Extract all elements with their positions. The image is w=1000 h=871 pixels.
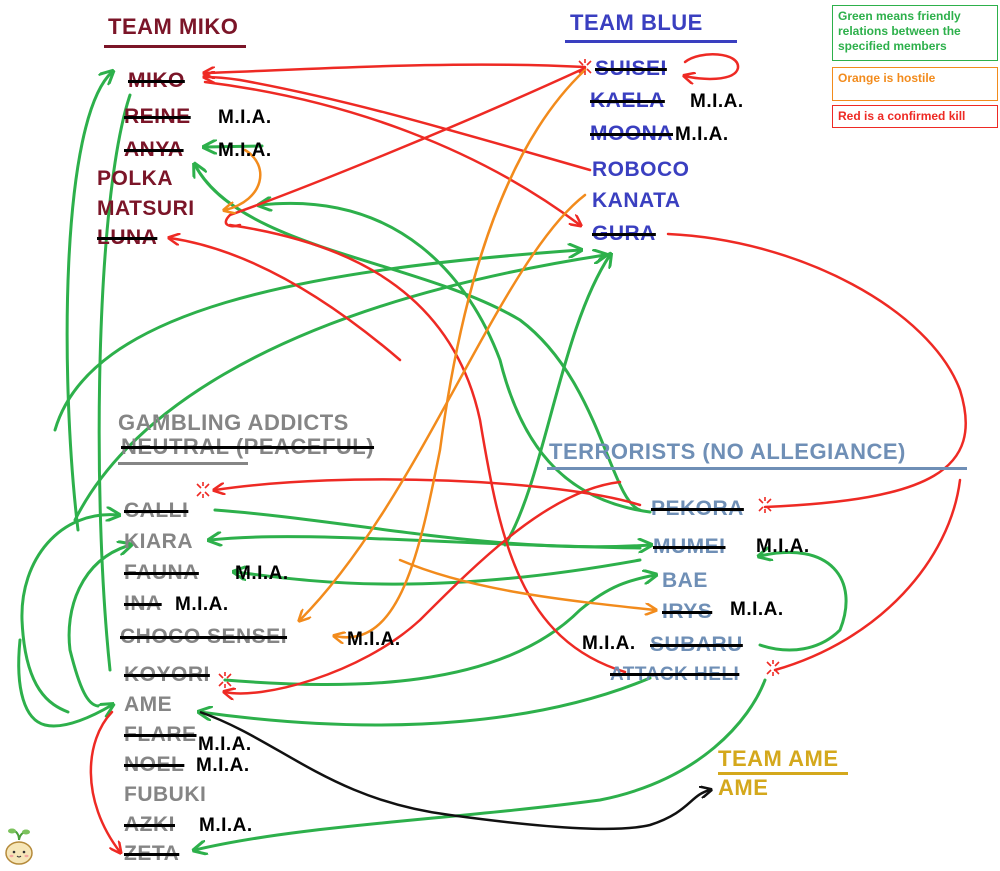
- friendly-link: [235, 558, 642, 586]
- member-gura: GURA: [592, 222, 656, 245]
- gambling-underline: [118, 462, 248, 465]
- friendly-link: [223, 575, 655, 687]
- friendly-link: [17, 638, 112, 728]
- kill-link: [228, 223, 627, 674]
- mia-anya: M.I.A.: [218, 140, 272, 161]
- terrorists-underline: [547, 467, 967, 470]
- sprout-mascot-icon: [5, 828, 33, 865]
- member-ina: INA: [124, 592, 162, 615]
- member-ame: AME: [718, 775, 769, 800]
- member-pekora: PEKORA: [651, 497, 744, 520]
- mia-ina: M.I.A.: [175, 594, 229, 615]
- mia-noel: M.I.A.: [196, 755, 250, 776]
- mia-mumei: M.I.A.: [756, 536, 810, 557]
- ame-link: [199, 710, 710, 831]
- member-mumei: MUMEI: [653, 535, 726, 558]
- kill-link: [224, 66, 587, 228]
- gambling-title: GAMBLING ADDICTS: [118, 410, 349, 435]
- legend-orange: Orange is hostile: [832, 67, 998, 101]
- member-subaru: SUBARU: [650, 633, 743, 656]
- mia-moona: M.I.A.: [675, 124, 729, 145]
- hostile-link: [225, 148, 262, 210]
- team-miko-title: TEAM MIKO: [108, 14, 239, 39]
- mia-flare: M.I.A.: [198, 734, 252, 755]
- kill-link: [205, 63, 587, 73]
- kill-link: [215, 478, 642, 507]
- member-kanata: KANATA: [592, 189, 681, 212]
- mia-fauna: M.I.A.: [235, 563, 289, 584]
- kill-link: [666, 232, 967, 509]
- kill-link: [685, 53, 740, 79]
- team-blue-title: TEAM BLUE: [570, 10, 703, 35]
- friendly-link: [760, 552, 848, 652]
- kill-link: [170, 238, 402, 362]
- member-roboco: ROBOCO: [592, 158, 690, 181]
- friendly-link: [260, 203, 652, 514]
- friendly-link: [67, 545, 130, 708]
- legend-red: Red is a confirmed kill: [832, 105, 998, 128]
- friendly-link: [53, 250, 580, 432]
- member-azki: AZKI: [124, 813, 175, 836]
- hostile-link: [300, 193, 587, 620]
- hostile-link: [398, 558, 655, 610]
- gambling-subtitle: NEUTRAL (PEACEFUL): [121, 434, 375, 459]
- friendly-link: [195, 678, 767, 850]
- kill-marker-koyori: [218, 672, 232, 688]
- kill-link: [205, 77, 592, 172]
- friendly-link: [503, 255, 610, 547]
- member-polka: POLKA: [97, 167, 173, 190]
- member-matsuri: MATSURI: [97, 197, 195, 220]
- member-koyori: KOYORI: [124, 663, 210, 686]
- team-ame-title: TEAM AME: [718, 746, 839, 771]
- member-reine: REINE: [124, 105, 191, 128]
- member-noel: NOEL: [124, 753, 185, 776]
- kill-marker-pekora: [758, 497, 772, 513]
- member-kaela: KAELA: [590, 89, 665, 112]
- member-anya: ANYA: [124, 138, 184, 161]
- member-fauna: FAUNA: [124, 561, 199, 584]
- friendly-link: [97, 93, 132, 672]
- member-zeta: ZETA: [124, 842, 180, 865]
- friendly-link: [200, 676, 652, 727]
- member-moona: MOONA: [590, 122, 673, 145]
- member-choco: CHOCO SENSEI: [120, 625, 288, 648]
- member-miko: MIKO: [128, 69, 185, 92]
- member-kiara: KIARA: [124, 530, 193, 553]
- friendly-link: [73, 255, 605, 522]
- member-flare: FLARE: [124, 723, 197, 746]
- member-attack-heli: ATTACK HELI: [610, 664, 740, 685]
- team-ame-underline: [718, 772, 848, 775]
- terrorists-title: TERRORISTS (NO ALLEGIANCE): [549, 439, 906, 464]
- member-luna: LUNA: [97, 226, 158, 249]
- member-irys: IRYS: [662, 600, 713, 623]
- mia-choco: M.I.A.: [347, 629, 401, 650]
- member-bae: BAE: [662, 569, 708, 592]
- member-calli: CALLI: [124, 499, 189, 522]
- friendly-link: [210, 537, 642, 550]
- friendly-link: [205, 146, 264, 147]
- kill-link: [203, 80, 580, 225]
- friendly-link: [65, 72, 112, 532]
- kill-marker-suisei: [578, 59, 592, 75]
- kill-link: [773, 478, 962, 672]
- hostile-link: [335, 68, 587, 637]
- legend-green: Green means friendly relations between t…: [832, 5, 998, 61]
- kill-link: [225, 480, 622, 693]
- kill-link: [89, 710, 120, 852]
- member-ame-gambling: AME: [124, 693, 173, 716]
- kill-marker-heli: [766, 660, 780, 676]
- friendly-link: [20, 515, 118, 714]
- mia-azki: M.I.A.: [199, 815, 253, 836]
- team-blue-underline: [565, 40, 737, 43]
- mia-reine: M.I.A.: [218, 107, 272, 128]
- member-fubuki: FUBUKI: [124, 783, 207, 806]
- team-miko-underline: [104, 45, 246, 48]
- mia-kaela: M.I.A.: [690, 91, 744, 112]
- mia-irys: M.I.A.: [730, 599, 784, 620]
- mia-subaru: M.I.A.: [582, 633, 636, 654]
- kill-marker-calli: [196, 482, 210, 498]
- member-suisei: SUISEI: [595, 57, 667, 80]
- friendly-link: [195, 165, 642, 512]
